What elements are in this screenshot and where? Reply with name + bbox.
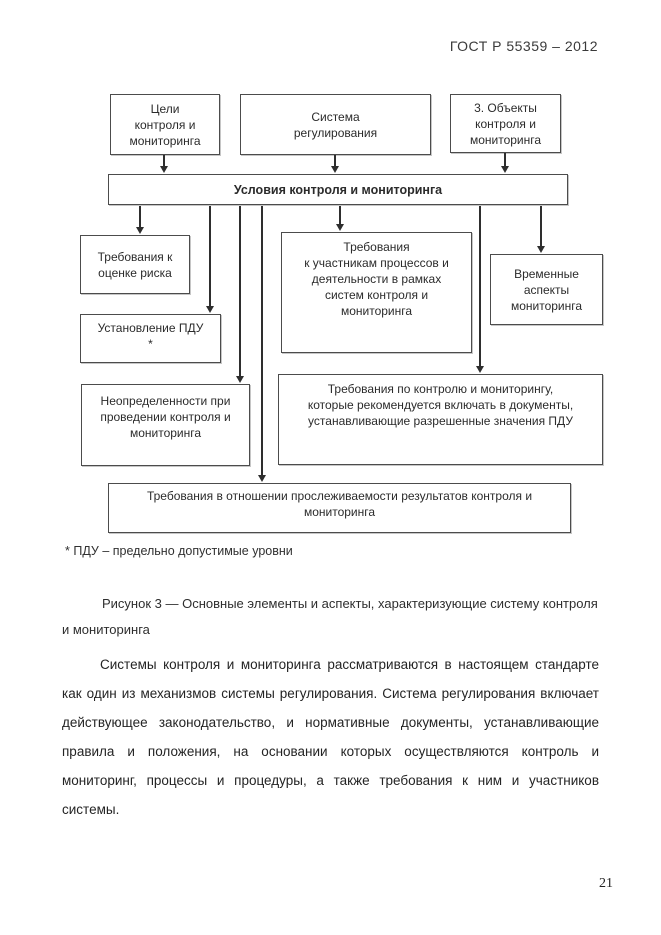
diagram-box-temporal-aspects-label: Временные аспекты мониторинга [510, 266, 583, 313]
arrow-conditions-to-participants-head [336, 224, 344, 231]
diagram-box-uncertainties: Неопределенности при проведении контроля… [81, 384, 250, 466]
diagram-box-control-requirements: Требования по контролю и мониторингу, ко… [278, 374, 603, 465]
diagram-box-traceability: Требования в отношении прослеживаемости … [108, 483, 571, 533]
diagram-box-goals: Цели контроля и мониторинга [110, 94, 220, 155]
document-header: ГОСТ Р 55359 – 2012 [449, 38, 598, 54]
diagram-box-risk-assessment: Требования к оценке риска [80, 235, 190, 294]
arrow-conditions-to-uncertainties-line [239, 206, 241, 376]
arrow-conditions-to-control-requirements-line [479, 206, 481, 366]
diagram-box-objects-label: 3. Объекты контроля и мониторинга [469, 100, 542, 147]
arrow-regulation-to-conditions-line [334, 155, 336, 167]
diagram-box-regulation-system: Система регулирования [240, 94, 431, 155]
diagram-box-traceability-label: Требования в отношении прослеживаемости … [146, 489, 533, 519]
diagram-box-temporal-aspects: Временные аспекты мониторинга [490, 254, 603, 325]
arrow-conditions-to-participants-line [339, 206, 341, 224]
diagram-footnote: * ПДУ – предельно допустимые уровни [65, 544, 293, 558]
diagram-box-conditions: Условия контроля и мониторинга [108, 174, 568, 205]
arrow-conditions-to-temporal-head [537, 246, 545, 253]
diagram-box-goals-label: Цели контроля и мониторинга [129, 101, 201, 148]
body-paragraph: Системы контроля и мониторинга рассматри… [62, 657, 599, 817]
diagram-box-regulation-system-label: Система регулирования [293, 109, 378, 140]
arrow-regulation-to-conditions-head [331, 166, 339, 173]
diagram-box-uncertainties-label: Неопределенности при проведении контроля… [100, 394, 231, 440]
arrow-conditions-to-traceability-head [258, 475, 266, 482]
arrow-conditions-to-pdu-head [206, 306, 214, 313]
arrow-conditions-to-pdu-line [209, 206, 211, 306]
arrow-conditions-to-uncertainties-head [236, 376, 244, 383]
page-number: 21 [599, 876, 613, 891]
arrow-objects-to-conditions-head [501, 166, 509, 173]
diagram-box-participants: Требования к участникам процессов и деят… [281, 232, 472, 353]
arrow-conditions-to-risk-head [136, 227, 144, 234]
arrow-conditions-to-temporal-line [540, 206, 542, 246]
diagram-box-control-requirements-label: Требования по контролю и мониторингу, ко… [307, 382, 574, 428]
figure-caption: Рисунок 3 — Основные элементы и аспекты,… [62, 596, 598, 637]
diagram-box-risk-assessment-label: Требования к оценке риска [97, 249, 173, 280]
arrow-conditions-to-traceability-line [261, 206, 263, 475]
arrow-objects-to-conditions-line [504, 153, 506, 167]
arrow-conditions-to-control-requirements-head [476, 366, 484, 373]
diagram-box-pdu-setting: Установление ПДУ * [80, 314, 221, 363]
diagram-box-conditions-label: Условия контроля и мониторинга [233, 182, 443, 197]
arrow-goals-to-conditions-line [163, 155, 165, 167]
arrow-conditions-to-risk-line [139, 206, 141, 227]
diagram-box-objects: 3. Объекты контроля и мониторинга [450, 94, 561, 153]
arrow-goals-to-conditions-head [160, 166, 168, 173]
diagram-box-pdu-setting-label: Установление ПДУ * [97, 321, 204, 351]
diagram-box-participants-label: Требования к участникам процессов и деят… [304, 240, 449, 318]
